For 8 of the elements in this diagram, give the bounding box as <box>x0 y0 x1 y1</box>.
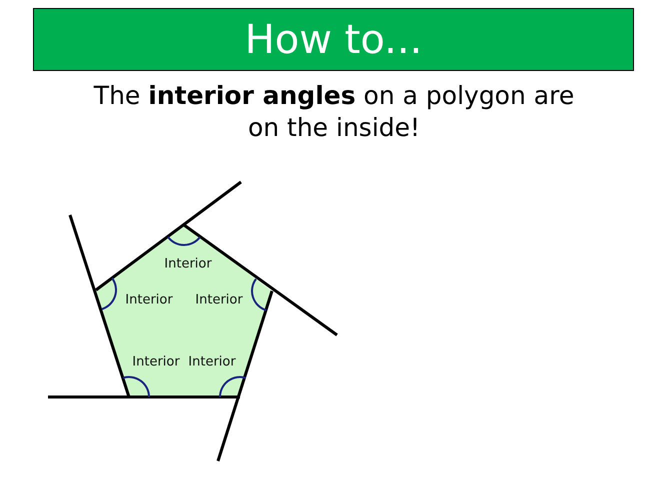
title-banner <box>33 8 634 71</box>
angle-label: Interior <box>164 256 212 272</box>
angle-label: Interior <box>195 292 243 308</box>
angle-label: Interior <box>125 292 173 308</box>
angle-label: Interior <box>132 354 180 370</box>
angle-label: Interior <box>188 354 236 370</box>
title-text: How to... <box>244 16 422 62</box>
heading-sentence: The interior angles on a polygon are on the inside! <box>92 80 576 144</box>
